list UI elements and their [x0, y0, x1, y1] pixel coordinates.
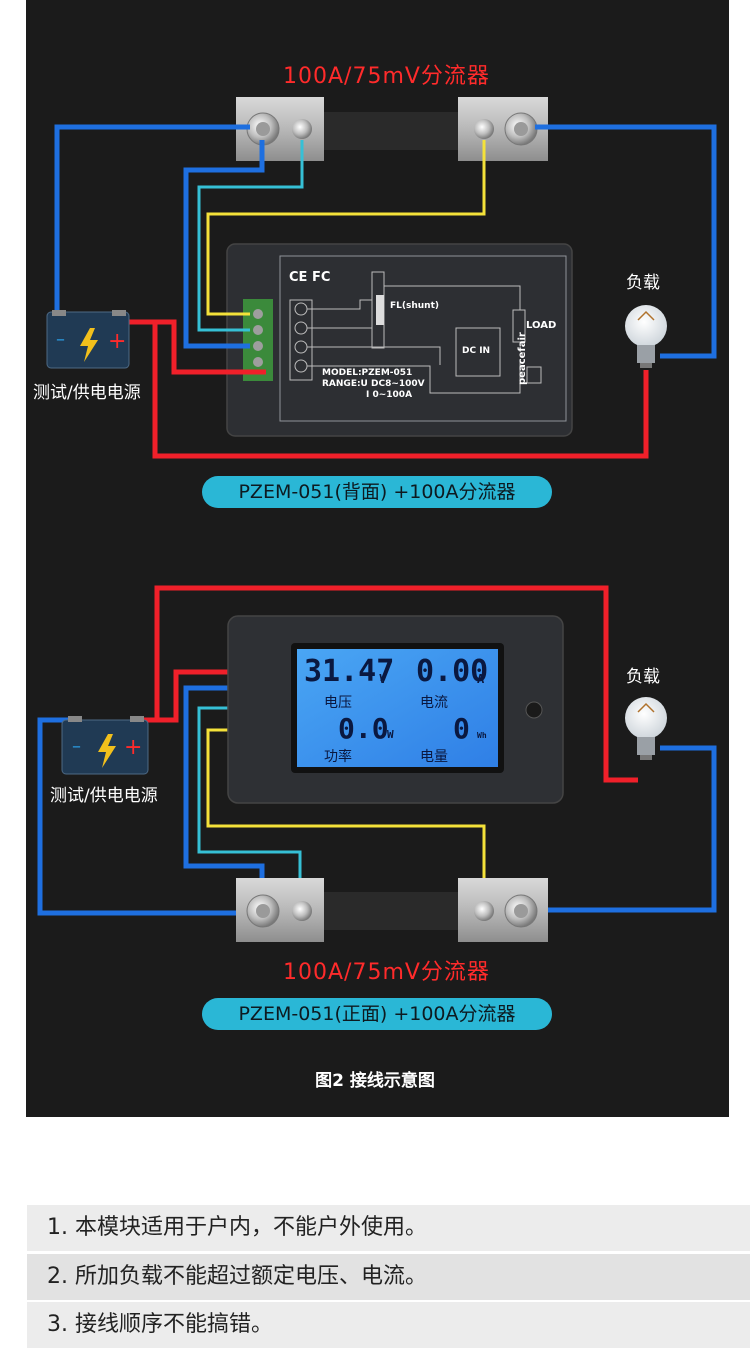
meter-back [226, 243, 573, 437]
supply-label-top: 测试/供电电源 [33, 383, 141, 403]
figure-caption: 图2 接线示意图 [315, 1071, 435, 1091]
supply-label-bottom: 测试/供电电源 [50, 786, 158, 806]
dc-in-label: DC IN [462, 346, 491, 356]
bulb-top-icon [625, 305, 667, 368]
top-wires [54, 124, 717, 459]
lcd-voltage-value: 31.47 [304, 654, 395, 689]
lcd-power-label: 功率 [324, 749, 352, 765]
note-item: 3. 接线顺序不能搞错。 [27, 1302, 750, 1348]
lcd-power-unit: W [387, 728, 394, 741]
lcd-energy-value: 0 [453, 712, 470, 745]
lcd-current-unit: A [477, 672, 485, 686]
range-i-label: I 0~100A [366, 390, 413, 400]
lcd-voltage-label: 电压 [324, 695, 352, 711]
shunt-bottom [236, 878, 548, 942]
diagram-panel [26, 0, 729, 1117]
battery-top-icon: – + [46, 310, 130, 369]
cert-marks: CE FC [289, 270, 331, 285]
shunt-top [236, 97, 548, 161]
model-label: MODEL:PZEM-051 [322, 368, 413, 378]
svg-text:+: + [108, 329, 126, 354]
lcd-energy-unit: Wh [477, 731, 487, 740]
pill-back: PZEM-051(背面) +100A分流器 [202, 476, 552, 508]
shunt-label-top: 100A/75mV分流器 [283, 64, 490, 89]
load-label-top: 负载 [626, 273, 660, 293]
notes-title: I. 注意事项 [70, 1151, 220, 1184]
meter-front [227, 615, 564, 804]
battery-bottom-icon: – + [61, 716, 149, 775]
pill-front: PZEM-051(正面) +100A分流器 [202, 998, 552, 1030]
shunt-label-bottom: 100A/75mV分流器 [283, 960, 490, 985]
lcd-power-value: 0.0 [338, 712, 389, 745]
note-item: 1. 本模块适用于户内，不能户外使用。 [27, 1205, 750, 1251]
bottom-wires [37, 585, 717, 916]
svg-text:–: – [56, 329, 65, 350]
range-u-label: RANGE:U DC8~100V [322, 379, 425, 389]
note-item: 2. 所加负载不能超过额定电压、电流。 [27, 1254, 750, 1300]
lcd-voltage-unit: V [379, 672, 387, 686]
svg-text:–: – [72, 736, 81, 757]
load-label-bottom: 负载 [626, 667, 660, 687]
wiring-diagram: – + – + [37, 97, 717, 942]
bulb-bottom-icon [625, 697, 667, 760]
load-terminal-label: LOAD [526, 320, 557, 331]
lcd-current-value: 0.00 [416, 654, 489, 689]
fl-shunt-label: FL(shunt) [390, 301, 439, 311]
lcd-energy-label: 电量 [420, 749, 448, 765]
svg-text:+: + [124, 735, 142, 760]
brand-label: peacefair [517, 332, 528, 385]
lcd-current-label: 电流 [420, 695, 448, 711]
